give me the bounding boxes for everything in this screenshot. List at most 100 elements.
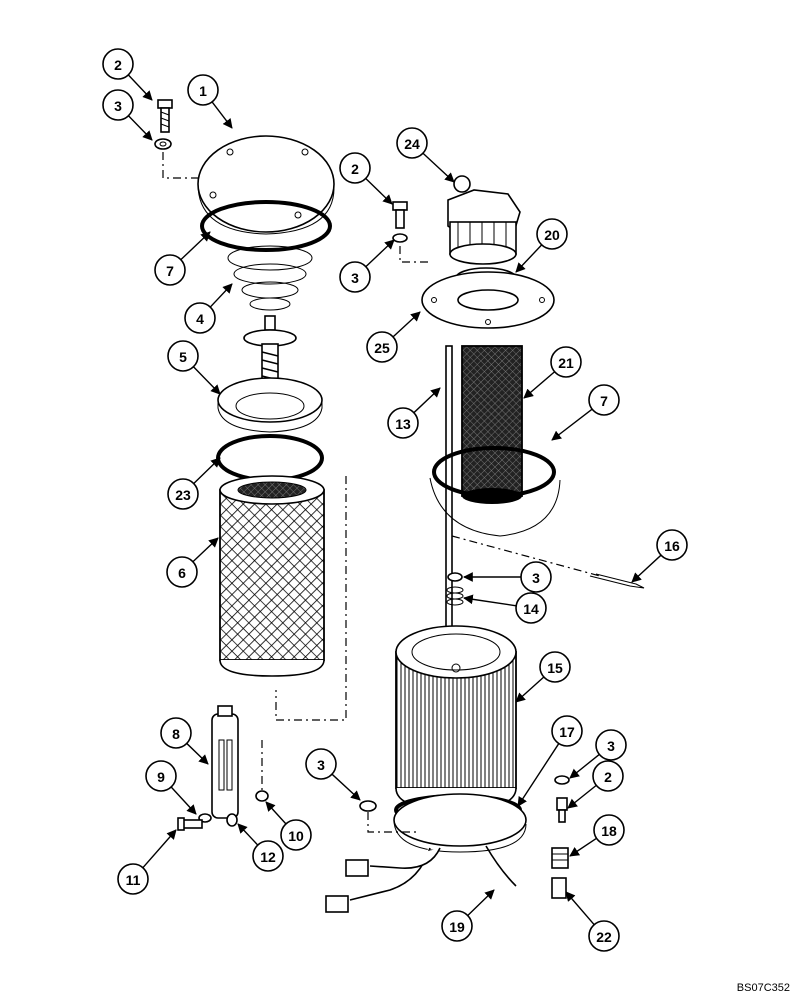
pleated-element-part	[395, 625, 517, 811]
callout-circle	[339, 261, 371, 293]
callout-label: 3	[351, 270, 359, 286]
callout-label: 3	[532, 570, 540, 586]
plug-part-22	[551, 877, 567, 899]
callout-2: 2	[567, 760, 624, 809]
callout-circle	[252, 840, 284, 872]
fitting-part-18	[551, 847, 569, 869]
callout-label: 18	[601, 823, 617, 839]
callout-circle	[592, 760, 624, 792]
callout-circle	[387, 407, 419, 439]
callout-leader	[523, 371, 556, 399]
callout-label: 3	[317, 757, 325, 773]
callout-circle	[520, 561, 552, 593]
callout-circle	[154, 254, 186, 286]
callout-leader	[365, 239, 395, 268]
callout-circle	[588, 384, 620, 416]
callout-23: 23	[167, 457, 221, 510]
callout-label: 23	[175, 487, 191, 503]
bolt-part-right	[392, 201, 408, 229]
callout-8: 8	[160, 717, 209, 765]
callout-leader	[392, 311, 421, 338]
o-ring-part-left	[200, 200, 332, 252]
callout-circle	[536, 218, 568, 250]
reference-code: BS07C352	[736, 982, 790, 994]
callout-circle	[145, 760, 177, 792]
callout-label: 24	[404, 136, 420, 152]
rod-part	[445, 345, 453, 667]
alignment-line-filter	[275, 476, 347, 721]
callout-circle	[166, 556, 198, 588]
callout-label: 5	[179, 349, 187, 365]
callout-20: 20	[515, 218, 568, 273]
callout-label: 4	[196, 311, 204, 327]
callout-circle	[366, 331, 398, 363]
bolt-part-base-right	[556, 797, 568, 823]
callout-21: 21	[523, 346, 582, 399]
indicator-part	[211, 705, 239, 819]
callout-leader	[209, 283, 233, 308]
callout-19: 19	[441, 889, 495, 942]
callout-leader	[211, 101, 233, 129]
callout-label: 8	[172, 726, 180, 742]
callout-label: 20	[544, 227, 560, 243]
callout-label: 3	[114, 98, 122, 114]
washer-part-base-right	[554, 775, 570, 785]
callout-leader	[193, 457, 221, 485]
seal-part-10	[255, 790, 269, 802]
callout-3: 3	[339, 239, 395, 293]
callout-leader	[142, 829, 177, 869]
callout-leader	[365, 177, 393, 205]
callout-circle	[117, 863, 149, 895]
callout-leader	[422, 152, 455, 183]
callout-label: 3	[607, 738, 615, 754]
callout-3: 3	[569, 729, 627, 779]
callout-circle	[102, 48, 134, 80]
callout-label: 17	[559, 724, 575, 740]
callout-circle	[102, 89, 134, 121]
alignment-line-base	[367, 812, 416, 833]
callout-label: 14	[523, 601, 539, 617]
callout-leader	[413, 387, 441, 414]
callout-label: 2	[351, 161, 359, 177]
callout-label: 13	[395, 416, 411, 432]
washer-part-rod	[447, 572, 463, 582]
callout-label: 10	[288, 828, 304, 844]
cover-plate-part	[197, 135, 335, 235]
callout-1: 1	[187, 74, 233, 129]
callout-2: 2	[102, 48, 153, 101]
callout-circle	[441, 910, 473, 942]
callout-label: 2	[604, 769, 612, 785]
o-ring-part-right	[432, 446, 556, 498]
callout-leader	[331, 773, 361, 801]
callout-leader	[265, 801, 287, 825]
screw-part-11	[177, 817, 203, 831]
callout-leader	[237, 823, 259, 846]
callout-label: 22	[596, 929, 612, 945]
callout-2: 2	[339, 152, 393, 205]
callout-13: 13	[387, 387, 441, 439]
bolt-part-left	[157, 99, 173, 133]
flange-part	[217, 377, 323, 433]
callout-circle	[339, 152, 371, 184]
callout-3: 3	[102, 89, 153, 141]
callout-leader	[180, 231, 211, 261]
callout-leader	[170, 786, 197, 815]
callout-label: 6	[178, 565, 186, 581]
filler-cap-part	[447, 175, 521, 265]
callout-label: 1	[199, 83, 207, 99]
callout-14: 14	[463, 592, 547, 624]
callout-12: 12	[237, 823, 284, 872]
callout-3: 3	[463, 561, 552, 593]
callout-label: 2	[114, 57, 122, 73]
plug-part-12	[226, 813, 238, 827]
callout-16: 16	[631, 529, 688, 583]
spring-part	[227, 245, 313, 311]
callout-label: 7	[600, 393, 608, 409]
alignment-line-neck	[399, 246, 432, 263]
callout-label: 15	[547, 660, 563, 676]
callout-leader	[565, 891, 595, 926]
callout-circle	[396, 127, 428, 159]
callout-leader	[569, 753, 600, 779]
callout-leader	[631, 554, 662, 583]
